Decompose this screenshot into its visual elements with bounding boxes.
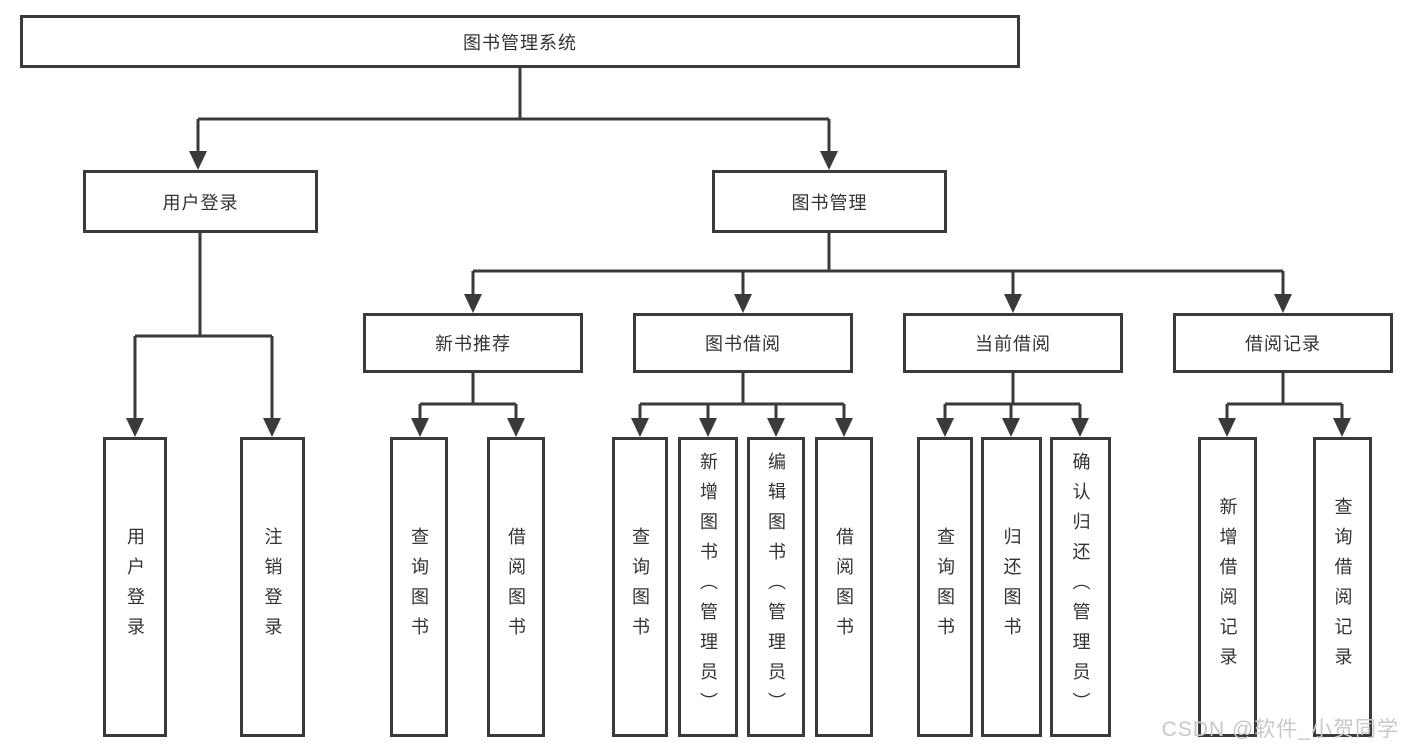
connector-newbooks-leaves <box>418 373 518 420</box>
leaf-confirm-return-admin: 确认归还（管理员） <box>1050 437 1111 737</box>
leaf-label: 新增借阅记录 <box>1217 497 1238 677</box>
arrow-down-icon <box>699 418 717 437</box>
leaf-label: 注销登录 <box>262 527 283 647</box>
leaf-label: 确认归还（管理员） <box>1070 452 1091 722</box>
node-user-login: 用户登录 <box>83 170 318 233</box>
arrow-down-icon <box>189 151 207 170</box>
arrow-down-icon <box>1274 294 1292 313</box>
node-book-borrowing: 图书借阅 <box>633 313 853 373</box>
leaf-borrow-books: 借阅图书 <box>815 437 873 737</box>
leaf-label: 借阅图书 <box>834 527 854 647</box>
arrow-down-icon <box>126 418 144 437</box>
arrow-down-icon <box>464 294 482 313</box>
leaf-query-books-recommend: 查询图书 <box>390 437 448 737</box>
watermark-text: CSDN @软件_小贺同学 <box>1161 718 1399 741</box>
leaf-query-books-borrow: 查询图书 <box>612 437 668 737</box>
arrow-down-icon <box>411 418 429 437</box>
leaf-label: 查询图书 <box>935 527 955 647</box>
arrow-down-icon <box>263 418 281 437</box>
connector-records-leaves <box>1225 373 1344 420</box>
connector-borrow-leaves <box>638 373 846 420</box>
leaf-label: 归还图书 <box>1001 527 1022 647</box>
arrow-down-icon <box>936 418 954 437</box>
leaf-logout: 注销登录 <box>240 437 305 737</box>
arrow-down-icon <box>1333 418 1351 437</box>
leaf-label: 借阅图书 <box>506 527 526 647</box>
node-new-book-recommend: 新书推荐 <box>363 313 583 373</box>
leaf-label: 查询图书 <box>630 527 650 647</box>
arrow-down-icon <box>734 294 752 313</box>
node-current-borrowing: 当前借阅 <box>903 313 1123 373</box>
arrow-down-icon <box>767 418 785 437</box>
leaf-user-login: 用户登录 <box>103 437 167 737</box>
node-book-management: 图书管理 <box>712 170 947 233</box>
arrow-down-icon <box>1218 418 1236 437</box>
arrow-down-icon <box>1002 418 1020 437</box>
arrow-down-icon <box>507 418 525 437</box>
node-borrow-records: 借阅记录 <box>1173 313 1393 373</box>
leaf-label: 编辑图书（管理员） <box>766 452 786 722</box>
leaf-label: 查询借阅记录 <box>1332 497 1353 677</box>
leaf-return-books: 归还图书 <box>981 437 1042 737</box>
leaf-add-borrow-record: 新增借阅记录 <box>1198 437 1257 737</box>
node-library-management-system: 图书管理系统 <box>20 15 1020 68</box>
connector-current-leaves <box>943 373 1082 420</box>
connector-root-level2 <box>196 68 831 153</box>
leaf-borrow-books-recommend: 借阅图书 <box>487 437 545 737</box>
arrow-down-icon <box>835 418 853 437</box>
connector-userlogin-leaves <box>133 233 274 420</box>
leaf-label: 查询图书 <box>409 527 429 647</box>
leaf-query-books-current: 查询图书 <box>917 437 973 737</box>
arrow-down-icon <box>1004 294 1022 313</box>
connector-bookmgmt-level3 <box>471 233 1285 294</box>
leaf-edit-book-admin: 编辑图书（管理员） <box>747 437 805 737</box>
arrow-down-icon <box>820 151 838 170</box>
leaf-label: 用户登录 <box>125 527 145 647</box>
arrow-down-icon <box>631 418 649 437</box>
arrow-down-icon <box>1071 418 1089 437</box>
leaf-label: 新增图书（管理员） <box>698 452 718 722</box>
leaf-query-borrow-record: 查询借阅记录 <box>1313 437 1372 737</box>
leaf-add-book-admin: 新增图书（管理员） <box>678 437 738 737</box>
